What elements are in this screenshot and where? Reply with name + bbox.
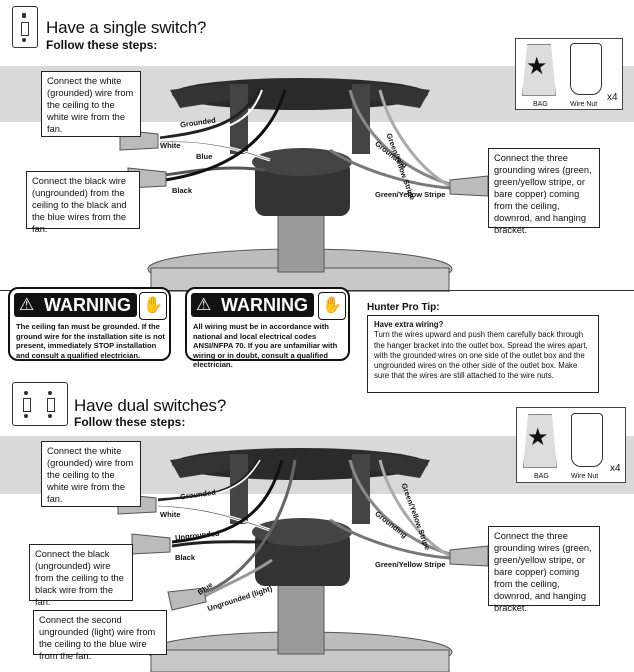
s2-wire-nut-label: Wire Nut — [571, 473, 599, 480]
star-icon: ★ — [526, 53, 548, 80]
warning-triangle-icon: ⚠ — [196, 295, 212, 314]
warning-heading: WARNING — [14, 293, 137, 317]
s2-label-gys: Green/Yellow Stripe — [375, 560, 446, 569]
section2-subtitle: Follow these steps: — [74, 415, 186, 429]
pro-tip-body: Turn the wires upward and push them care… — [374, 330, 588, 381]
s2-bag-label: BAG — [534, 473, 549, 480]
section1-subtitle: Follow these steps: — [46, 38, 158, 52]
dual-switch-icon — [12, 382, 68, 426]
s2-callout-ground: Connect the three grounding wires (green… — [488, 526, 600, 613]
s1-label-black: Black — [172, 186, 193, 195]
single-switch-icon — [12, 6, 38, 48]
star-icon: ★ — [527, 424, 549, 451]
s1-wire-nut-icon — [570, 43, 602, 95]
hand-stop-icon: ✋ — [139, 292, 167, 320]
s2-label-white: White — [160, 510, 181, 519]
s2-callout-light: Connect the second ungrounded (light) wi… — [33, 610, 167, 661]
diagram2-fan-wiring — [117, 448, 489, 672]
pro-tip-box: Have extra wiring? Turn the wires upward… — [367, 315, 599, 393]
s2-callout-black: Connect the black (ungrounded) wire from… — [29, 544, 133, 607]
warning-heading: WARNING — [191, 293, 314, 317]
warning-triangle-icon: ⚠ — [19, 295, 35, 314]
section1-title: Have a single switch? — [46, 18, 207, 37]
warning-box-grounding: WARNING ⚠ ✋ The ceiling fan must be grou… — [8, 287, 171, 361]
s1-bag-label: BAG — [533, 101, 548, 108]
warning-body: All wiring must be in accordance with na… — [193, 322, 338, 369]
section2-title: Have dual switches? — [74, 396, 227, 415]
s1-callout-white: Connect the white (grounded) wire from t… — [41, 71, 141, 137]
s1-label-gys: Green/Yellow Stripe — [375, 190, 446, 199]
s2-qty-label: x4 — [610, 463, 621, 474]
s2-callout-white: Connect the white (grounded) wire from t… — [41, 441, 141, 507]
s1-label-blue: Blue — [196, 152, 213, 161]
s1-wire-nut-label: Wire Nut — [570, 101, 598, 108]
warning-box-codes: WARNING ⚠ ✋ All wiring must be in accord… — [185, 287, 350, 369]
s2-wire-nut-icon — [571, 413, 603, 467]
s1-qty-label: x4 — [607, 92, 618, 103]
pro-tip-heading: Have extra wiring? — [374, 320, 444, 329]
s1-callout-black: Connect the black wire (ungrounded) from… — [26, 171, 140, 234]
warning-body: The ceiling fan must be grounded. If the… — [16, 322, 165, 360]
s1-bag-icon — [522, 44, 556, 96]
hand-stop-icon: ✋ — [318, 292, 346, 320]
s2-label-black: Black — [175, 553, 196, 562]
s2-parts-box: ★ BAG Wire Nut x4 — [516, 407, 626, 483]
s1-parts-box: ★ BAG Wire Nut x4 — [515, 38, 623, 110]
pro-tip-label: Hunter Pro Tip: — [367, 302, 440, 313]
s1-callout-ground: Connect the three grounding wires (green… — [488, 148, 600, 235]
s1-label-white: White — [160, 141, 181, 150]
